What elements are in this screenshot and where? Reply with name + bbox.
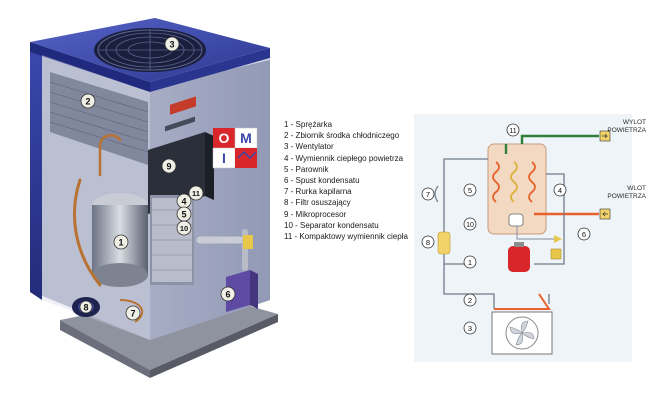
schematic-marker-2: 2	[463, 293, 477, 307]
air-outlet-label: WYLOT POWIETRZA	[596, 119, 646, 135]
inlet-label-line1: WLOT	[627, 185, 646, 192]
svg-text:10: 10	[466, 222, 474, 229]
cabinet-left-wall	[30, 50, 42, 300]
schematic-marker-11: 11	[506, 123, 520, 137]
schematic-marker-5: 5	[463, 183, 477, 197]
schematic-marker-4: 4	[553, 183, 567, 197]
marker-6: 6	[220, 286, 236, 302]
schematic-filter-drier	[437, 231, 451, 255]
omi-logo: O M I	[212, 127, 258, 169]
marker-4: 4	[176, 193, 192, 209]
evaporator-coil	[492, 161, 536, 203]
marker-9: 9	[161, 158, 177, 174]
legend-item: 3 - Wentylator	[284, 142, 334, 152]
outlet-label-line1: WYLOT	[622, 119, 646, 126]
dry-air-outlet-line	[504, 134, 599, 154]
svg-text:3: 3	[468, 324, 472, 333]
inlet-label-line2: POWIETRZA	[607, 193, 646, 200]
marker-2: 2	[80, 93, 96, 109]
svg-text:7: 7	[426, 190, 430, 199]
inlet-connector	[599, 208, 611, 220]
logo-letter-o: O	[219, 130, 230, 146]
svg-text:8: 8	[83, 303, 88, 313]
svg-text:5: 5	[181, 210, 186, 220]
svg-text:11: 11	[192, 189, 200, 198]
svg-text:5: 5	[468, 186, 472, 195]
marker-5: 5	[176, 206, 192, 222]
refrigeration-schematic: 11 5 4 7 10 8 6 1 2 3	[414, 114, 632, 362]
legend-item: 6 - Spust kondensatu	[284, 176, 360, 186]
schematic-marker-6: 6	[577, 227, 591, 241]
svg-text:7: 7	[130, 309, 135, 319]
svg-text:2: 2	[85, 97, 90, 107]
logo-letter-m: M	[240, 130, 252, 146]
drain-valve	[550, 235, 562, 260]
svg-text:10: 10	[180, 224, 188, 233]
capillary-tube	[119, 299, 144, 323]
svg-text:4: 4	[181, 197, 186, 207]
schematic-capillary	[434, 185, 439, 203]
schematic-marker-10: 10	[463, 217, 477, 231]
schematic-compressor-fan	[491, 311, 553, 355]
svg-text:6: 6	[582, 230, 586, 239]
schematic-marker-1: 1	[463, 255, 477, 269]
svg-text:4: 4	[558, 186, 562, 195]
logo-letter-i: I	[222, 150, 226, 166]
legend-item: 7 - Rurka kapilarna	[284, 187, 352, 197]
air-inlet-label: WLOT POWIETRZA	[596, 185, 646, 201]
legend-item: 8 - Filtr osuszający	[284, 198, 351, 208]
schematic-marker-3: 3	[463, 321, 477, 335]
dryer-unit-illustration: O M I 3 2 9 11 4 5 10 1 6 8	[30, 18, 278, 378]
marker-8: 8	[79, 300, 93, 314]
svg-text:1: 1	[468, 258, 472, 267]
marker-7: 7	[125, 305, 141, 321]
svg-text:11: 11	[509, 128, 516, 135]
marker-10: 10	[176, 220, 192, 236]
schematic-condenser	[494, 293, 551, 310]
svg-text:2: 2	[468, 296, 472, 305]
svg-text:3: 3	[169, 40, 174, 50]
svg-text:6: 6	[225, 290, 230, 300]
outlet-connector	[599, 130, 611, 142]
svg-text:1: 1	[118, 238, 123, 248]
legend-item: 10 - Separator kondensatu	[284, 220, 379, 230]
drain-line	[516, 226, 554, 240]
marker-1: 1	[113, 234, 129, 250]
component-legend: 1 - Sprężarka 2 - Zbiornik środka chłodn…	[284, 119, 434, 242]
refrigerant-receiver	[508, 242, 530, 272]
fan-assembly	[94, 28, 206, 72]
schematic-marker-7: 7	[421, 187, 435, 201]
condenser-coil	[49, 72, 149, 165]
schematic-marker-8: 8	[421, 235, 435, 249]
marker-11: 11	[188, 185, 204, 201]
legend-item: 9 - Mikroprocesor	[284, 209, 347, 219]
legend-item: 4 - Wymiennik ciepłego powietrza	[284, 153, 404, 163]
svg-text:8: 8	[426, 238, 430, 247]
legend-item: 5 - Parownik	[284, 164, 329, 174]
svg-text:9: 9	[166, 162, 171, 172]
legend-item: 1 - Sprężarka	[284, 120, 333, 129]
condensate-drain	[226, 270, 258, 312]
marker-3: 3	[164, 36, 180, 52]
condensate-separator	[508, 213, 524, 227]
legend-item: 2 - Zbiornik środka chłodniczego	[284, 131, 400, 141]
legend-item: 11 - Kompaktowy wymiennik ciepła	[284, 232, 408, 242]
outlet-label-line2: POWIETRZA	[607, 127, 646, 134]
compressor	[92, 193, 148, 287]
pressure-gauge	[243, 235, 253, 249]
